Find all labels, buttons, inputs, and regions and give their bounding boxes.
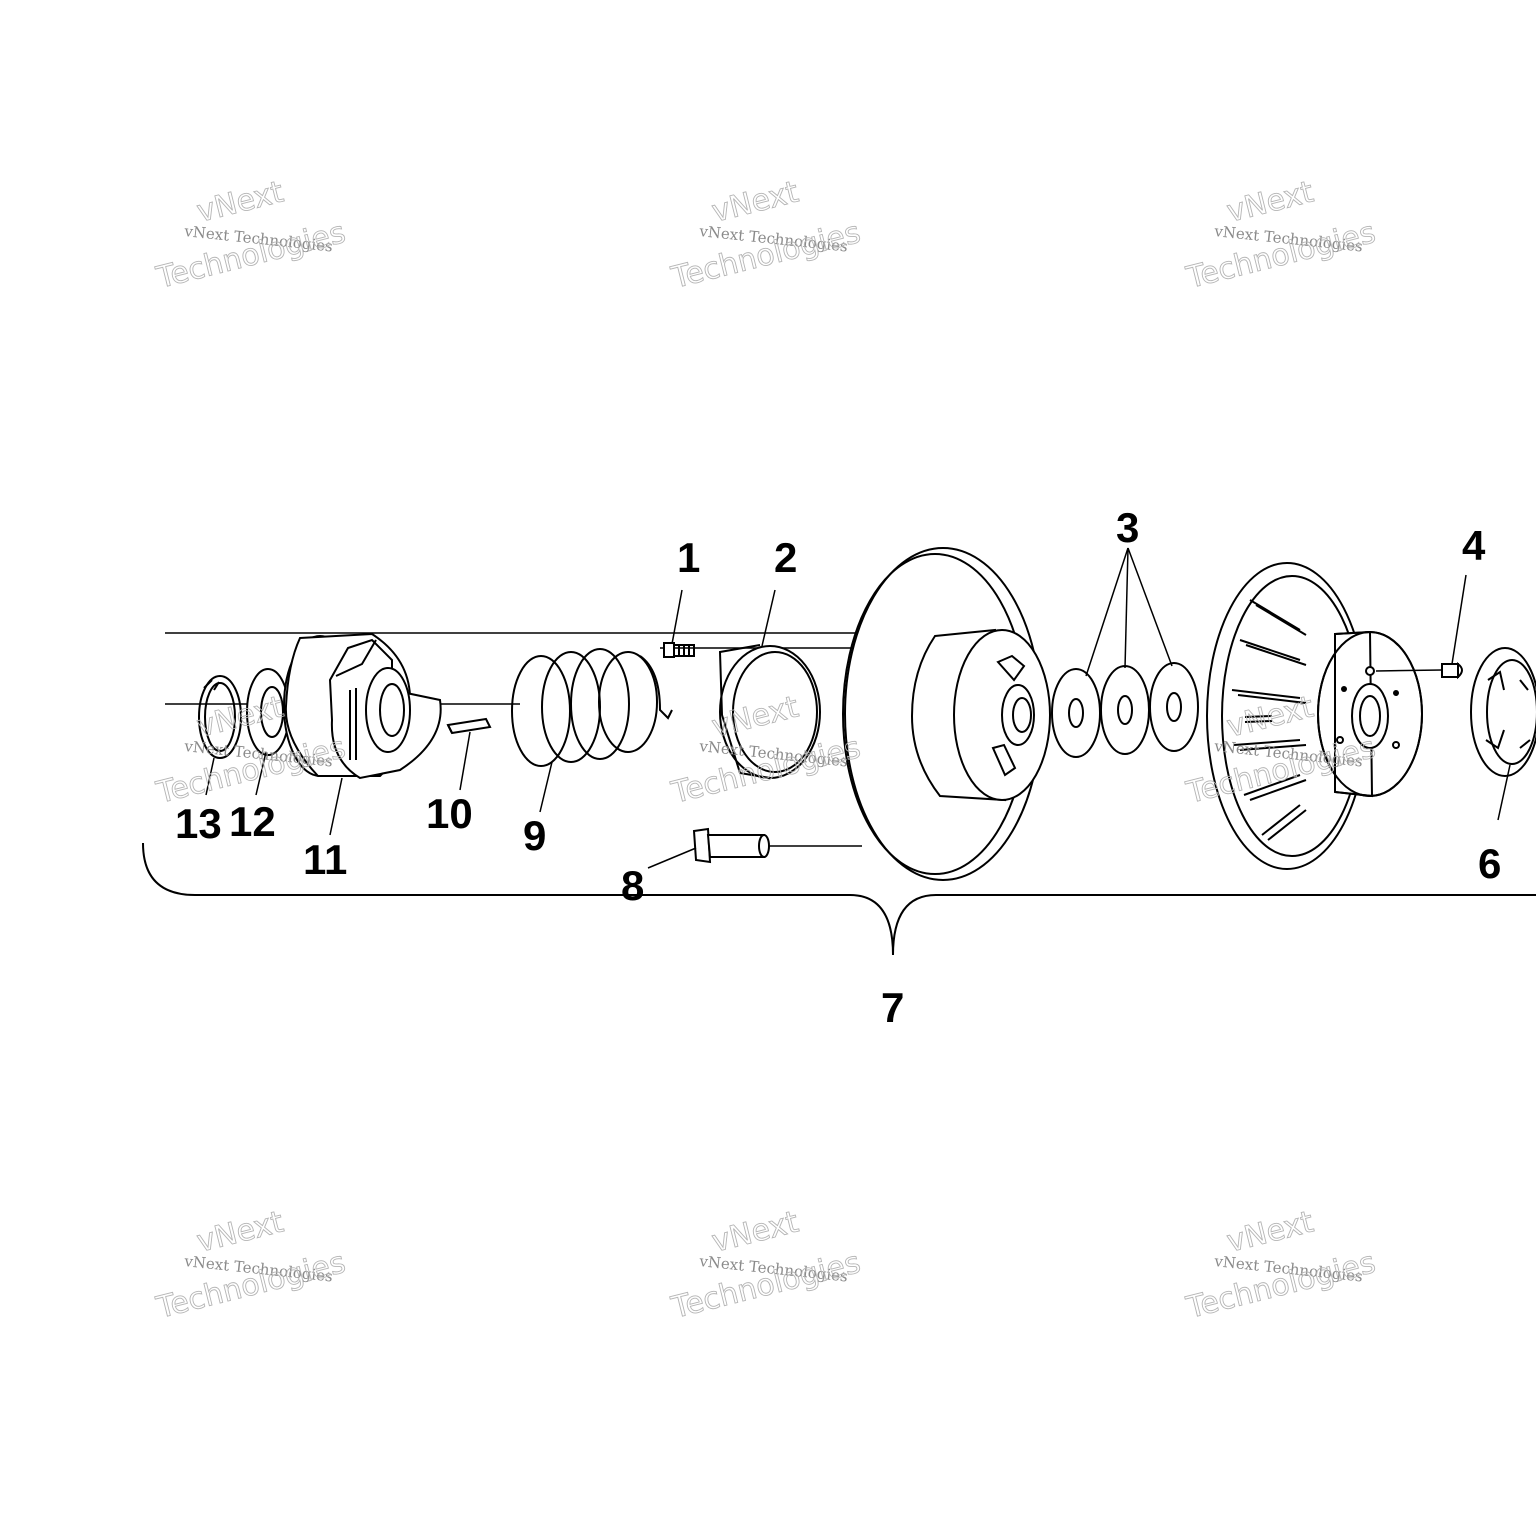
- key: [446, 717, 492, 735]
- watermark-bottom-right: vNext vNext Technologies Technologies: [1182, 1204, 1379, 1326]
- callout-1: 1: [677, 534, 700, 581]
- washer: [246, 668, 290, 756]
- svg-text:vNext: vNext: [193, 175, 287, 230]
- watermark-top-right: vNext vNext Technologies Technologies: [1182, 174, 1379, 296]
- callout-11: 11: [303, 836, 347, 883]
- leader-lines: [205, 547, 1511, 869]
- screw: [663, 642, 695, 658]
- svg-text:vNext: vNext: [193, 1205, 287, 1260]
- shim-washers: [1051, 662, 1199, 758]
- svg-text:Technologies: Technologies: [1182, 1245, 1378, 1326]
- callout-10: 10: [426, 790, 473, 837]
- callout-9: 9: [523, 812, 546, 859]
- callout-12: 12: [229, 798, 276, 845]
- snap-ring: [198, 675, 242, 759]
- svg-text:vNext: vNext: [708, 1205, 802, 1260]
- callout-13: 13: [175, 800, 222, 847]
- callout-2: 2: [774, 534, 797, 581]
- callout-8: 8: [621, 862, 644, 909]
- svg-text:Technologies: Technologies: [152, 1245, 348, 1326]
- cam-helix: [283, 632, 442, 780]
- watermark-mid-center: vNext vNext Technologies Technologies: [667, 689, 864, 811]
- svg-text:Technologies: Technologies: [152, 215, 348, 296]
- watermark-bottom-center: vNext vNext Technologies Technologies: [667, 1204, 864, 1326]
- svg-text:Technologies: Technologies: [667, 1245, 863, 1326]
- svg-text:vNext: vNext: [1223, 1205, 1317, 1260]
- svg-text:Technologies: Technologies: [1182, 215, 1378, 296]
- stationary-sheave: [842, 547, 1051, 881]
- svg-text:Technologies: Technologies: [667, 215, 863, 296]
- group-bracket: [142, 842, 1536, 956]
- svg-text:vNext: vNext: [708, 175, 802, 230]
- callouts: 1 2 3 4 6 7 8 9 10 11 12 13: [175, 504, 1501, 1031]
- watermark-bottom-left: vNext vNext Technologies Technologies: [152, 1204, 349, 1326]
- spider-cover: [1470, 647, 1536, 777]
- callout-7: 7: [881, 984, 904, 1031]
- watermark-top-left: vNext vNext Technologies Technologies: [152, 174, 349, 296]
- bushing-ring: [718, 644, 821, 779]
- callout-6: 6: [1478, 840, 1501, 887]
- watermark-top-center: vNext vNext Technologies Technologies: [667, 174, 864, 296]
- callout-3: 3: [1116, 504, 1139, 551]
- svg-text:vNext: vNext: [1223, 175, 1317, 230]
- movable-sheave: [1206, 562, 1423, 870]
- pin: [692, 827, 770, 864]
- callout-4: 4: [1462, 522, 1486, 569]
- spring: [511, 648, 673, 767]
